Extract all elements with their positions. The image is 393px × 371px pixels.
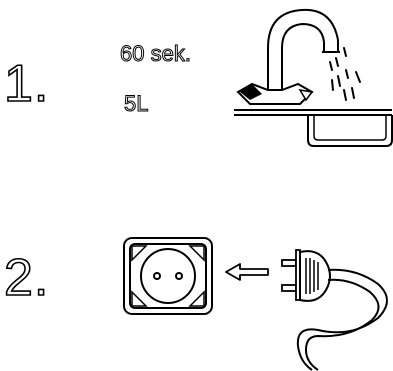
water-drops-icon xyxy=(329,47,361,101)
step-2-number: 2. xyxy=(3,249,50,307)
step-1-duration-label: 60 sek. xyxy=(120,41,192,66)
step-1-number: 1. xyxy=(3,55,50,113)
step-1-volume-label: 5L xyxy=(123,91,149,116)
